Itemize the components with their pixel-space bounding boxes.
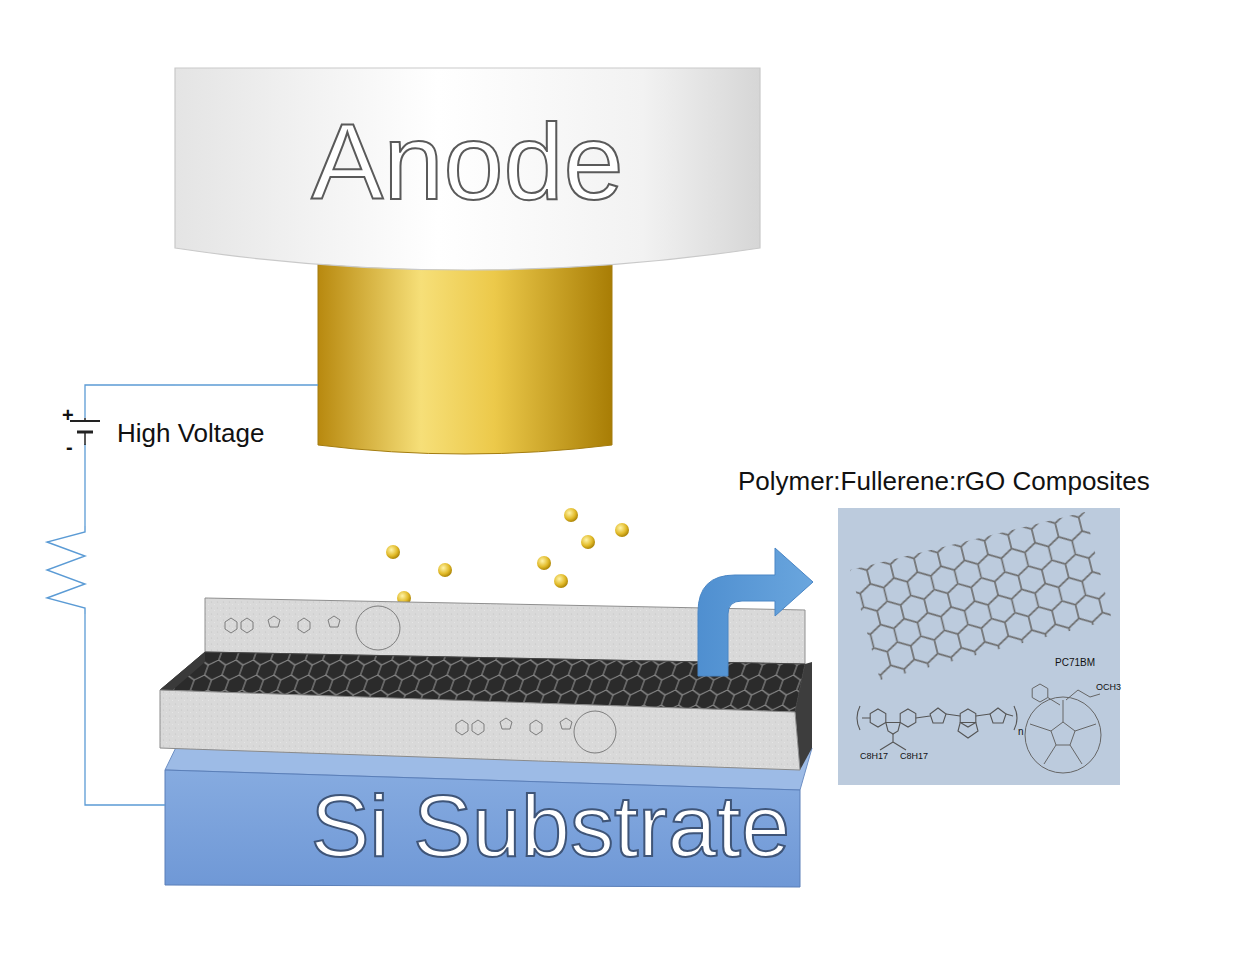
particle (615, 523, 629, 537)
panel-heading: Polymer:Fullerene:rGO Composites (738, 466, 1150, 497)
particle (537, 556, 551, 570)
particle (581, 535, 595, 549)
film-front (160, 690, 800, 770)
side-chain-label: C8H17 (900, 752, 928, 762)
anode-housing (175, 68, 760, 270)
film-molecules (225, 606, 616, 753)
substrate-label: Si Substrate (311, 782, 790, 870)
anode-electrode: Anode (175, 68, 760, 455)
polymer-structure (857, 706, 1017, 750)
voltage-label: High Voltage (117, 419, 264, 448)
gold-target (318, 262, 612, 454)
gold-particles (386, 508, 629, 605)
particle (554, 574, 568, 588)
anode-drawing (175, 68, 760, 454)
polarity-sign: - (66, 436, 73, 458)
zoom-arrow (698, 548, 813, 676)
substrate-front (165, 770, 800, 887)
graphene-lattice (820, 480, 1140, 710)
side-chain-label: C8H17 (860, 752, 888, 762)
wire (175, 384, 318, 385)
particle (438, 563, 452, 577)
resistor-symbol (40, 526, 96, 614)
repeat-index: n (1018, 726, 1024, 737)
molecule-label: PC71BM (1055, 657, 1095, 668)
circuit-wire (85, 385, 175, 805)
anode-label: Anode (175, 108, 760, 216)
fullerene-structure (1025, 684, 1101, 773)
particle (386, 545, 400, 559)
inset-artwork (820, 480, 1140, 785)
si-substrate: Si Substrate (165, 745, 800, 888)
film-side (160, 652, 205, 694)
group-label: OCH3 (1096, 683, 1121, 693)
particle (564, 508, 578, 522)
polarity-sign: + (62, 404, 74, 426)
composite-inset-panel: Polymer:Fullerene:rGO Composites (838, 508, 1120, 785)
